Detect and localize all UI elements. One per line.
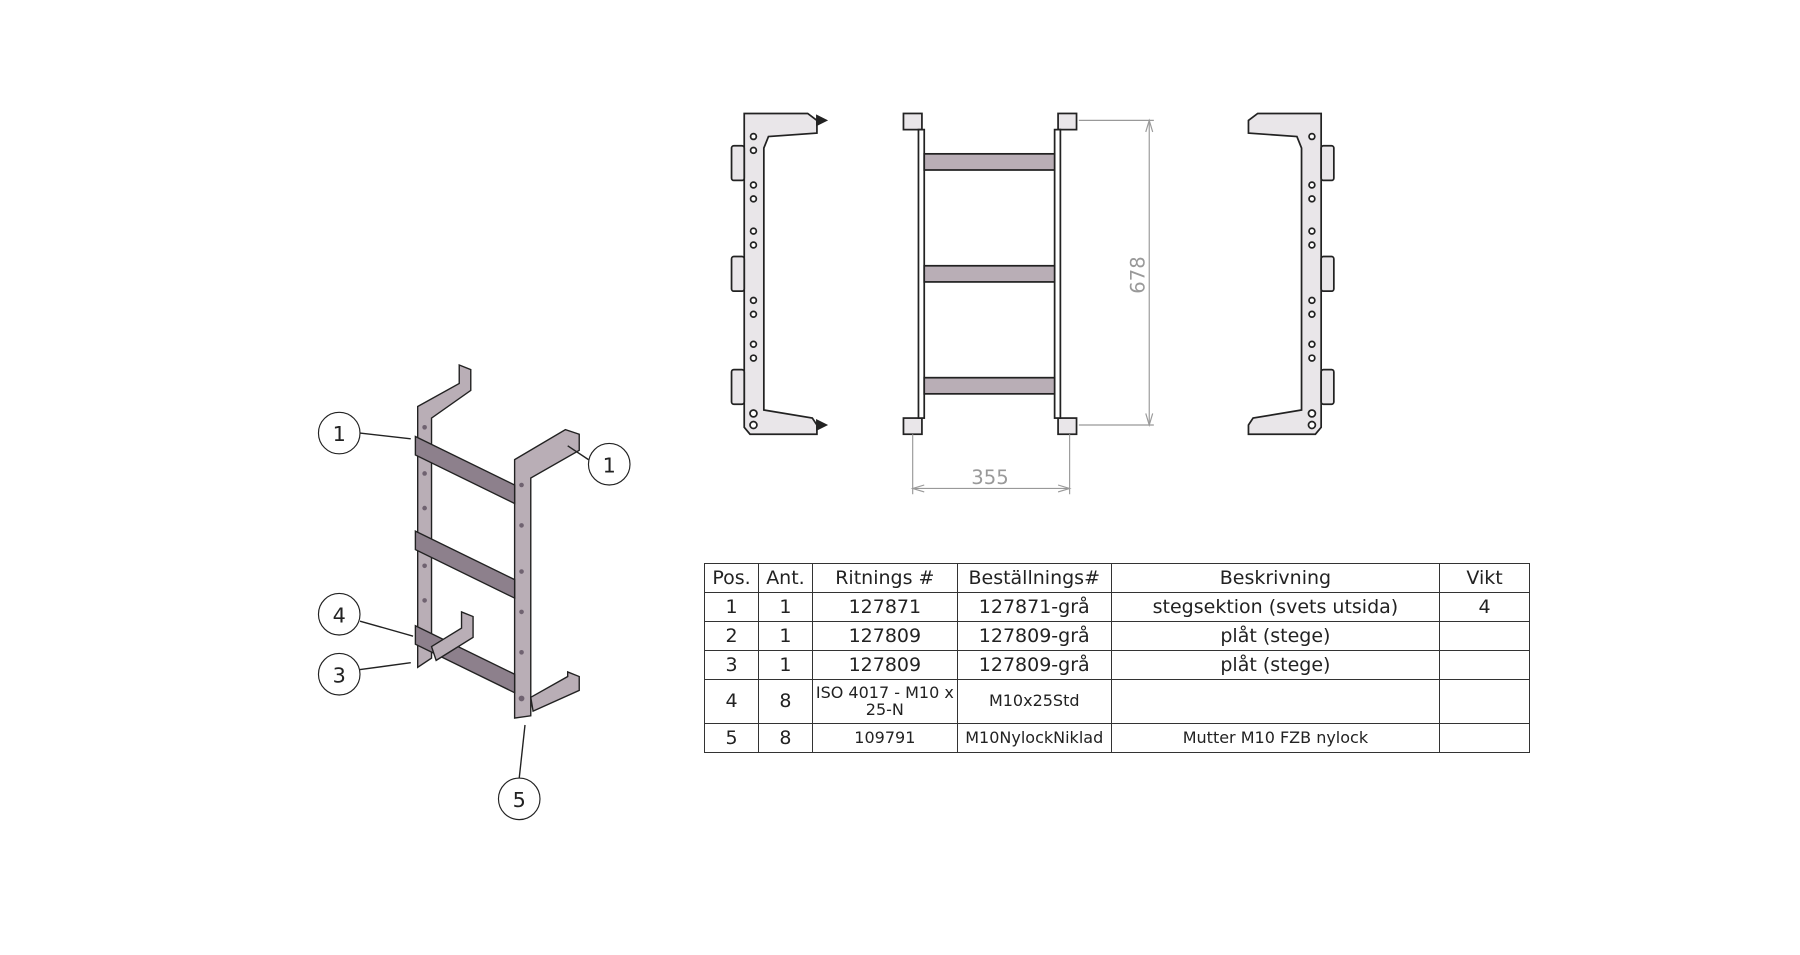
cell [1439,679,1530,724]
header-vikt: Vikt [1439,563,1530,593]
cell: 8 [757,723,813,753]
svg-text:1: 1 [333,422,346,446]
header-bestallnings: Beställnings# [956,563,1112,593]
balloon-4: 4 [317,592,361,636]
cell: 127809 [811,650,958,680]
cell: 5 [704,723,759,753]
cell [1439,650,1530,680]
dimension-width-label: 355 [971,466,1008,489]
cell: Mutter M10 FZB nylock [1110,723,1441,753]
cell: 1 [704,592,759,622]
cell [1439,621,1530,651]
cell: plåt (stege) [1110,621,1441,651]
header-ritnings: Ritnings # [811,563,958,593]
cell: stegsektion (svets utsida) [1110,592,1441,622]
cell: M10NylockNiklad [956,723,1112,753]
cell [1439,723,1530,753]
side-view-left [730,112,829,436]
balloon-leaders [359,432,589,779]
front-view [902,112,1078,436]
bom-header-row: Pos. Ant. Ritnings # Beställnings# Beskr… [704,563,1530,593]
dimension-height [1078,118,1154,428]
side-view-right [1247,112,1335,436]
cell: 1 [757,650,813,680]
balloon-1b: 1 [587,442,631,486]
header-ant: Ant. [757,563,813,593]
cell: 109791 [811,723,958,753]
cell: 127809 [811,621,958,651]
header-beskrivning: Beskrivning [1110,563,1441,593]
cell: M10x25Std [956,679,1112,724]
svg-text:5: 5 [513,788,526,812]
cell: 127809-grå [956,650,1112,680]
cell: plåt (stege) [1110,650,1441,680]
svg-text:4: 4 [333,603,346,627]
svg-text:1: 1 [603,453,616,477]
balloon-5: 5 [497,777,541,821]
cell: ISO 4017 - M10 x 25-N [811,679,958,724]
cell: 1 [757,592,813,622]
balloon-1a: 1 [317,411,361,455]
cell: 2 [704,621,759,651]
cell: 127871 [811,592,958,622]
cell: 8 [757,679,813,724]
cell: 127809-grå [956,621,1112,651]
cell: 1 [757,621,813,651]
dimension-width [910,434,1072,495]
dimension-height-label: 678 [1127,256,1150,293]
bill-of-materials: Pos. Ant. Ritnings # Beställnings# Beskr… [704,563,1530,753]
balloon-3: 3 [317,652,361,696]
cell [1110,679,1441,724]
svg-text:3: 3 [333,663,346,687]
header-pos: Pos. [704,563,759,593]
cell: 127871-grå [956,592,1112,622]
cell: 4 [704,679,759,724]
cell: 4 [1439,592,1530,622]
isometric-view [414,363,580,719]
cell: 3 [704,650,759,680]
